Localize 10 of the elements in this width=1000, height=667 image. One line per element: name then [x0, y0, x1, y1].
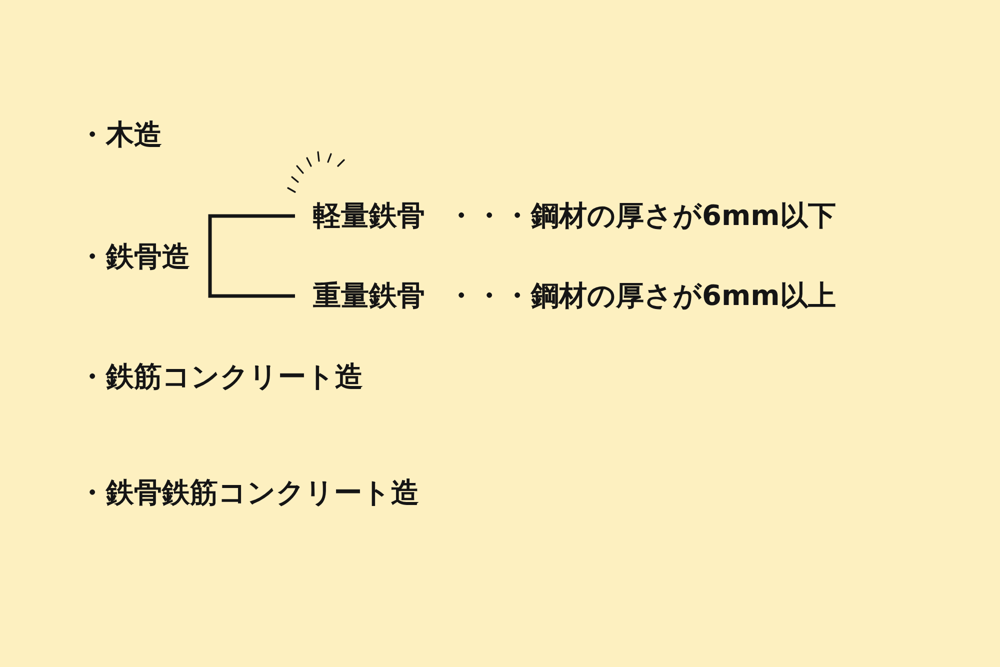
description-text: ・・・鋼材の厚さが6mm以下: [447, 199, 836, 233]
description-text: ・・・鋼材の厚さが6mm以上: [447, 279, 836, 313]
branch-line: [208, 214, 295, 257]
list-item-text: ・鉄骨鉄筋コンクリート造: [78, 476, 419, 510]
branch-line: [208, 257, 295, 298]
term-text: 軽量鉄骨: [313, 199, 425, 233]
list-item-text: ・木造: [78, 118, 162, 152]
list-item-text: ・鉄筋コンクリート造: [78, 360, 363, 394]
list-item-text: ・鉄骨造: [78, 240, 190, 274]
term-text: 重量鉄骨: [313, 279, 425, 313]
